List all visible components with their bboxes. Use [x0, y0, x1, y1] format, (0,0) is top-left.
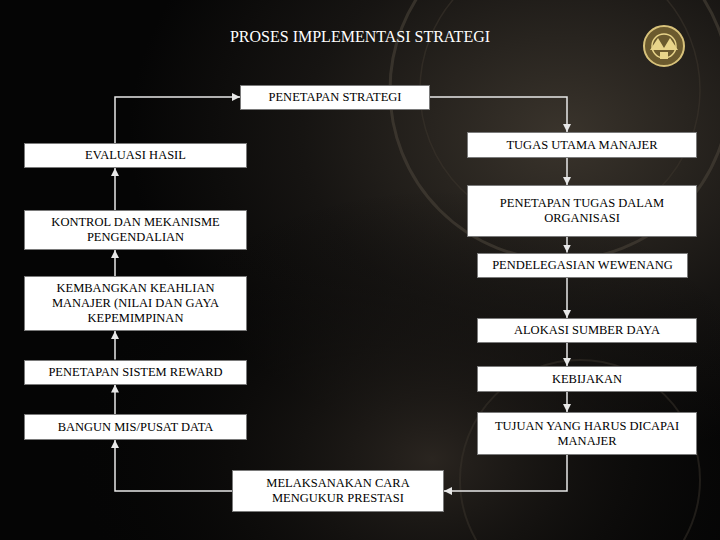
flow-arrow: [115, 440, 232, 491]
flow-arrow: [566, 392, 568, 412]
box-label: PENDELEGASIAN WEWENANG: [492, 258, 673, 273]
flow-arrow: [444, 455, 567, 491]
box-label: TUGAS UTAMA MANAJER: [506, 138, 657, 153]
process-box: ALOKASI SUMBER DAYA: [477, 318, 697, 343]
process-box: EVALUASI HASIL: [24, 143, 247, 168]
box-label: EVALUASI HASIL: [85, 148, 186, 163]
flow-arrow: [566, 158, 568, 185]
flow-arrow: [114, 331, 116, 360]
box-label: KEMBANGKAN KEAHLIAN MANAJER (NILAI DAN G…: [31, 281, 240, 326]
process-box: KONTROL DAN MEKANISME PENGENDALIAN: [24, 210, 247, 250]
flow-arrow: [430, 97, 567, 132]
flow-arrow: [114, 168, 116, 210]
box-label: KEBIJAKAN: [552, 372, 622, 387]
process-box: MELAKSANAKAN CARA MENGUKUR PRESTASI: [232, 470, 444, 512]
process-box: PENETAPAN STRATEGI: [240, 85, 430, 110]
box-label: PENETAPAN TUGAS DALAM ORGANISASI: [474, 196, 690, 226]
flow-arrow: [566, 278, 568, 319]
box-label: MELAKSANAKAN CARA MENGUKUR PRESTASI: [239, 476, 437, 506]
flow-arrow: [114, 250, 116, 276]
process-box: BANGUN MIS/PUSAT DATA: [24, 414, 247, 440]
process-box: PENETAPAN SISTEM REWARD: [24, 360, 247, 385]
box-label: BANGUN MIS/PUSAT DATA: [58, 420, 214, 435]
process-box: TUJUAN YANG HARUS DICAPAI MANAJER: [477, 412, 697, 455]
flow-arrow: [566, 343, 568, 366]
box-label: KONTROL DAN MEKANISME PENGENDALIAN: [31, 215, 240, 245]
box-label: PENETAPAN SISTEM REWARD: [48, 365, 222, 380]
process-box: PENDELEGASIAN WEWENANG: [477, 253, 688, 278]
box-label: ALOKASI SUMBER DAYA: [514, 323, 660, 338]
diagram-title: PROSES IMPLEMENTASI STRATEGI: [0, 28, 720, 46]
flow-arrow: [114, 385, 116, 415]
flow-arrow: [566, 237, 568, 253]
emblem-logo: [644, 26, 684, 66]
box-label: PENETAPAN STRATEGI: [269, 90, 402, 105]
process-box: TUGAS UTAMA MANAJER: [467, 132, 697, 158]
process-box: PENETAPAN TUGAS DALAM ORGANISASI: [467, 185, 697, 237]
box-label: TUJUAN YANG HARUS DICAPAI MANAJER: [484, 419, 690, 449]
process-box: KEBIJAKAN: [477, 366, 697, 392]
process-box: KEMBANGKAN KEAHLIAN MANAJER (NILAI DAN G…: [24, 276, 247, 331]
flow-arrow: [115, 97, 240, 143]
